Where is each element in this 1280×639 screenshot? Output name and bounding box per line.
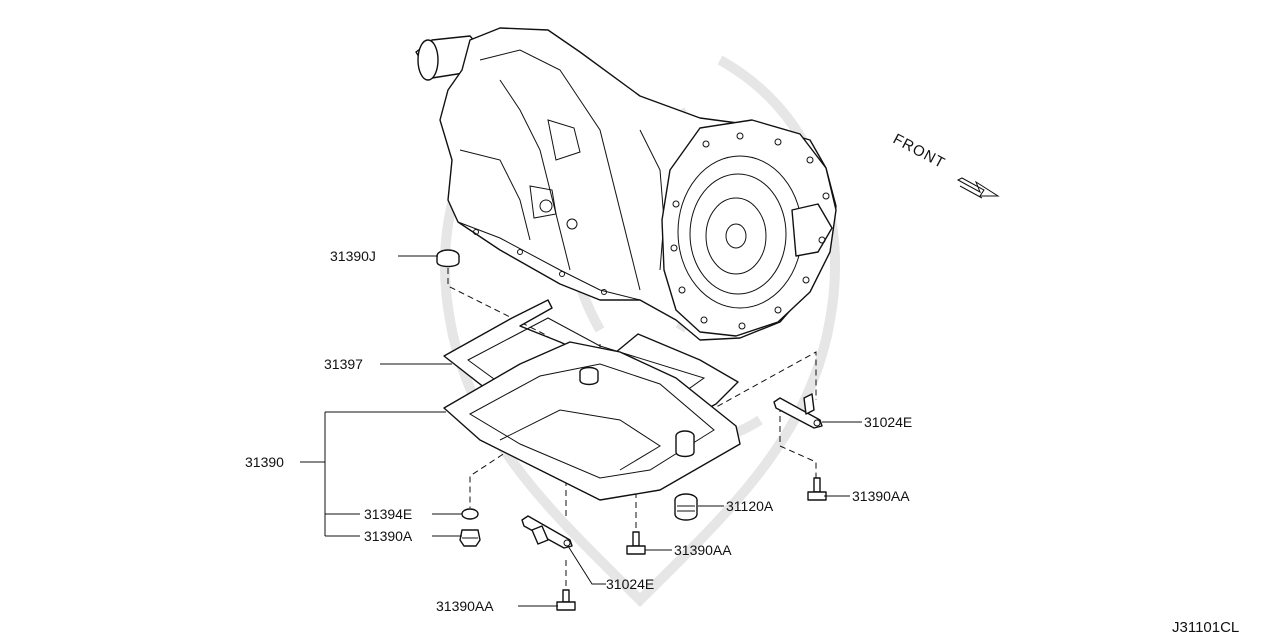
- label-31390AA-right: 31390AA: [852, 488, 910, 504]
- diagram-code: J31101CL: [1172, 619, 1239, 636]
- label-31120A: 31120A: [726, 498, 774, 514]
- label-31390A: 31390A: [364, 528, 413, 544]
- bracket-31024E-right: [773, 393, 823, 429]
- leader-lines: [300, 255, 862, 607]
- front-label: FRONT: [890, 131, 948, 173]
- bolt-31390AA-right: [807, 477, 827, 501]
- oil-pan: [443, 341, 741, 501]
- label-31390: 31390: [245, 454, 284, 470]
- label-31024E-right: 31024E: [864, 414, 912, 430]
- label-31394E: 31394E: [364, 506, 412, 522]
- transmission-assembly: [415, 27, 837, 341]
- bolt-31390AA-bottom: [556, 589, 576, 611]
- front-arrow-icon: [956, 177, 1000, 199]
- drain-plug-31390A: [459, 529, 481, 547]
- bolt-31390AA-mid: [626, 531, 646, 555]
- bracket-31024E-bottom: [521, 515, 573, 549]
- washer-31394E: [461, 508, 479, 520]
- label-31390AA-bottom: 31390AA: [436, 598, 494, 614]
- label-31390J: 31390J: [330, 248, 376, 264]
- part-labels: 31390J 31397 31390 31394E 31390A 31024E …: [245, 248, 912, 614]
- label-31390AA-mid: 31390AA: [674, 542, 732, 558]
- front-direction-indicator: FRONT: [890, 131, 1000, 199]
- label-31024E-bottom: 31024E: [606, 576, 654, 592]
- oil-strainer-31120A: [674, 430, 698, 521]
- plug-31390J: [436, 249, 460, 268]
- label-31397: 31397: [324, 356, 363, 372]
